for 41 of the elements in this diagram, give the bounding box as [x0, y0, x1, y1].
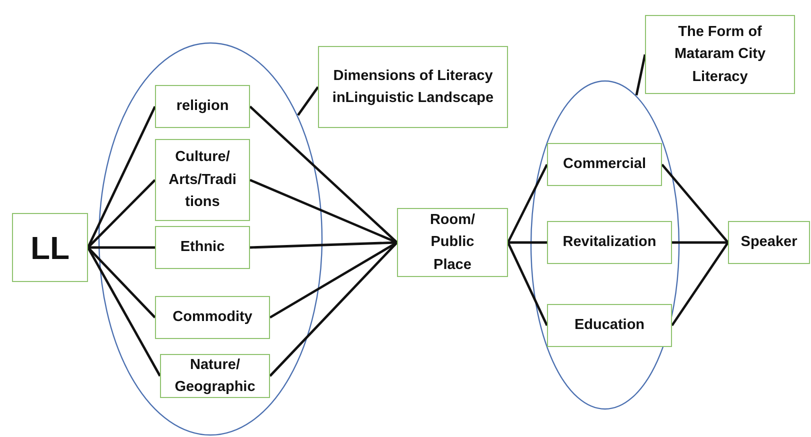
box-label: The Form of Mataram City Literacy [673, 22, 767, 87]
box-label: Commercial [562, 155, 646, 174]
box-label: Culture/ Arts/Tradi tions [168, 148, 238, 212]
text-box [160, 354, 270, 398]
box-label: Ethnic [180, 238, 225, 258]
box-label: Room/ Public Place [428, 210, 476, 275]
text-box [12, 213, 88, 282]
text-box [318, 46, 508, 128]
connector-line [661, 164, 729, 244]
text-box [547, 221, 672, 264]
connector-line [508, 241, 547, 244]
connector-line [506, 164, 548, 244]
connector-line [506, 242, 548, 326]
box-label: religion [176, 97, 229, 116]
connector-line [672, 241, 728, 244]
text-box [155, 296, 270, 339]
connector-line [250, 241, 398, 249]
box-label: Dimensions of Literacy inLinguistic Landscape [331, 66, 495, 108]
text-box [547, 143, 662, 186]
connector-line [88, 246, 155, 249]
box-label: Speaker [740, 233, 798, 252]
text-box [547, 304, 672, 347]
connector-line [250, 178, 398, 244]
box-label: Commodity [172, 308, 252, 328]
connector-line [635, 54, 646, 96]
connector-line [87, 246, 156, 318]
connector-line [249, 106, 398, 244]
text-box [645, 15, 795, 94]
connector-line [671, 242, 729, 326]
text-box [728, 221, 810, 264]
connector-line [87, 179, 156, 248]
box-label: Revitalization [562, 233, 656, 252]
text-box [397, 208, 508, 277]
text-box [155, 85, 250, 128]
text-box [155, 226, 250, 269]
connector-line [269, 242, 398, 377]
box-label: LL [30, 232, 70, 264]
box-label: Education [574, 316, 645, 336]
connector-line [297, 86, 319, 116]
box-label: Nature/ Geographic [174, 356, 256, 397]
text-box [155, 139, 250, 221]
